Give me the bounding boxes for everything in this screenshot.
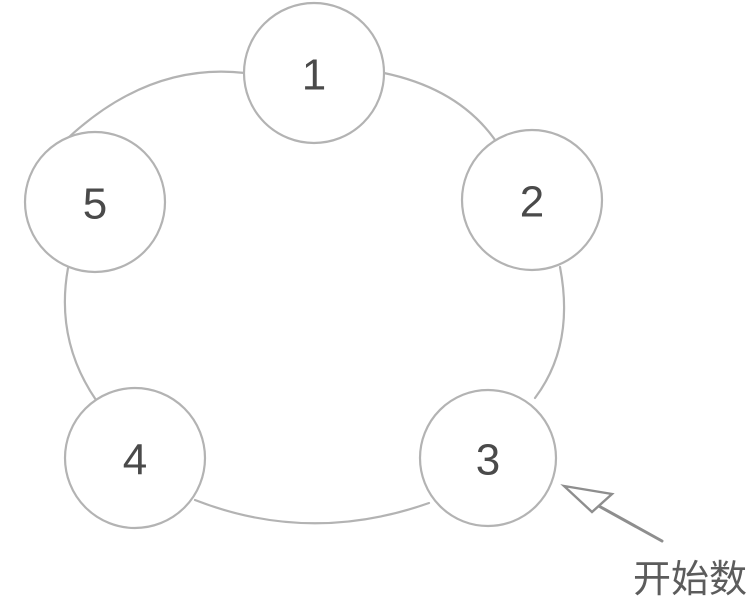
link-arc-3-4 — [193, 498, 431, 525]
node-1-label: 1 — [302, 51, 326, 100]
link-arc-2-3 — [533, 265, 566, 400]
arrow-shaft — [595, 503, 664, 543]
node-5[interactable]: 5 — [23, 130, 167, 274]
link-arc-1-2 — [382, 71, 503, 151]
node-2-label: 2 — [520, 178, 544, 227]
node-1[interactable]: 1 — [242, 1, 386, 145]
node-4-label: 4 — [123, 436, 147, 485]
node-3-label: 3 — [476, 436, 500, 485]
node-1-circle[interactable] — [242, 1, 386, 145]
node-5-label: 5 — [83, 180, 107, 229]
start-annotation-arrow — [560, 484, 664, 543]
arrow-head-icon — [560, 484, 615, 514]
node-4-circle[interactable] — [63, 386, 207, 530]
link-arcs — [63, 70, 566, 525]
node-4[interactable]: 4 — [63, 386, 207, 530]
node-2[interactable]: 2 — [460, 128, 604, 272]
node-5-circle[interactable] — [23, 130, 167, 274]
link-arc-4-5 — [63, 266, 98, 402]
start-count-label: 开始数 — [633, 557, 747, 601]
link-arc-5-1 — [66, 70, 247, 140]
node-3[interactable]: 3 — [418, 388, 558, 528]
node-2-circle[interactable] — [460, 128, 604, 272]
node-3-circle[interactable] — [418, 388, 558, 528]
